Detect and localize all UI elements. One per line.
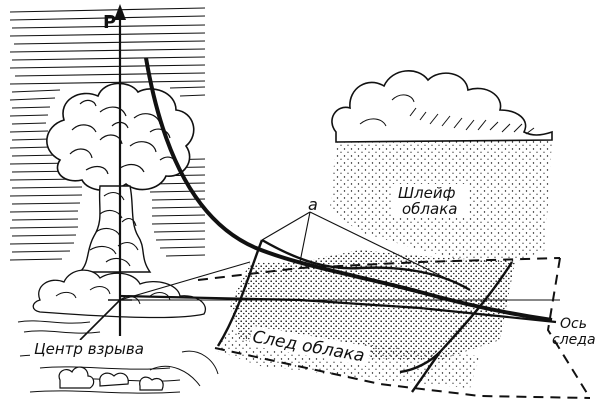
rain-cloud (331, 70, 553, 143)
axis-p-arrow (114, 4, 126, 20)
center-label-bg (30, 340, 164, 358)
point-a-label: a (308, 195, 318, 214)
axis-label-line1: Ось (560, 316, 587, 332)
bushes (58, 366, 164, 391)
trace-label-bg (249, 325, 371, 367)
center-ticks (79, 299, 132, 341)
mushroom-stem (78, 185, 152, 273)
plume-label-bg (392, 184, 468, 216)
mushroom-cap-texture (69, 99, 179, 175)
center-label: Центр взрыва (34, 340, 144, 358)
stem-texture (89, 191, 139, 267)
rain-cloud-shading (359, 94, 535, 135)
decay-curve (144, 57, 553, 322)
axis-p-label: P (103, 12, 116, 33)
trace-axis-line (119, 294, 557, 324)
construction-lines (119, 211, 560, 301)
plume-label-line2: облака (402, 200, 457, 218)
axis-label-line2: следа (552, 332, 596, 348)
plume-label-line1: Шлейф (398, 184, 456, 202)
